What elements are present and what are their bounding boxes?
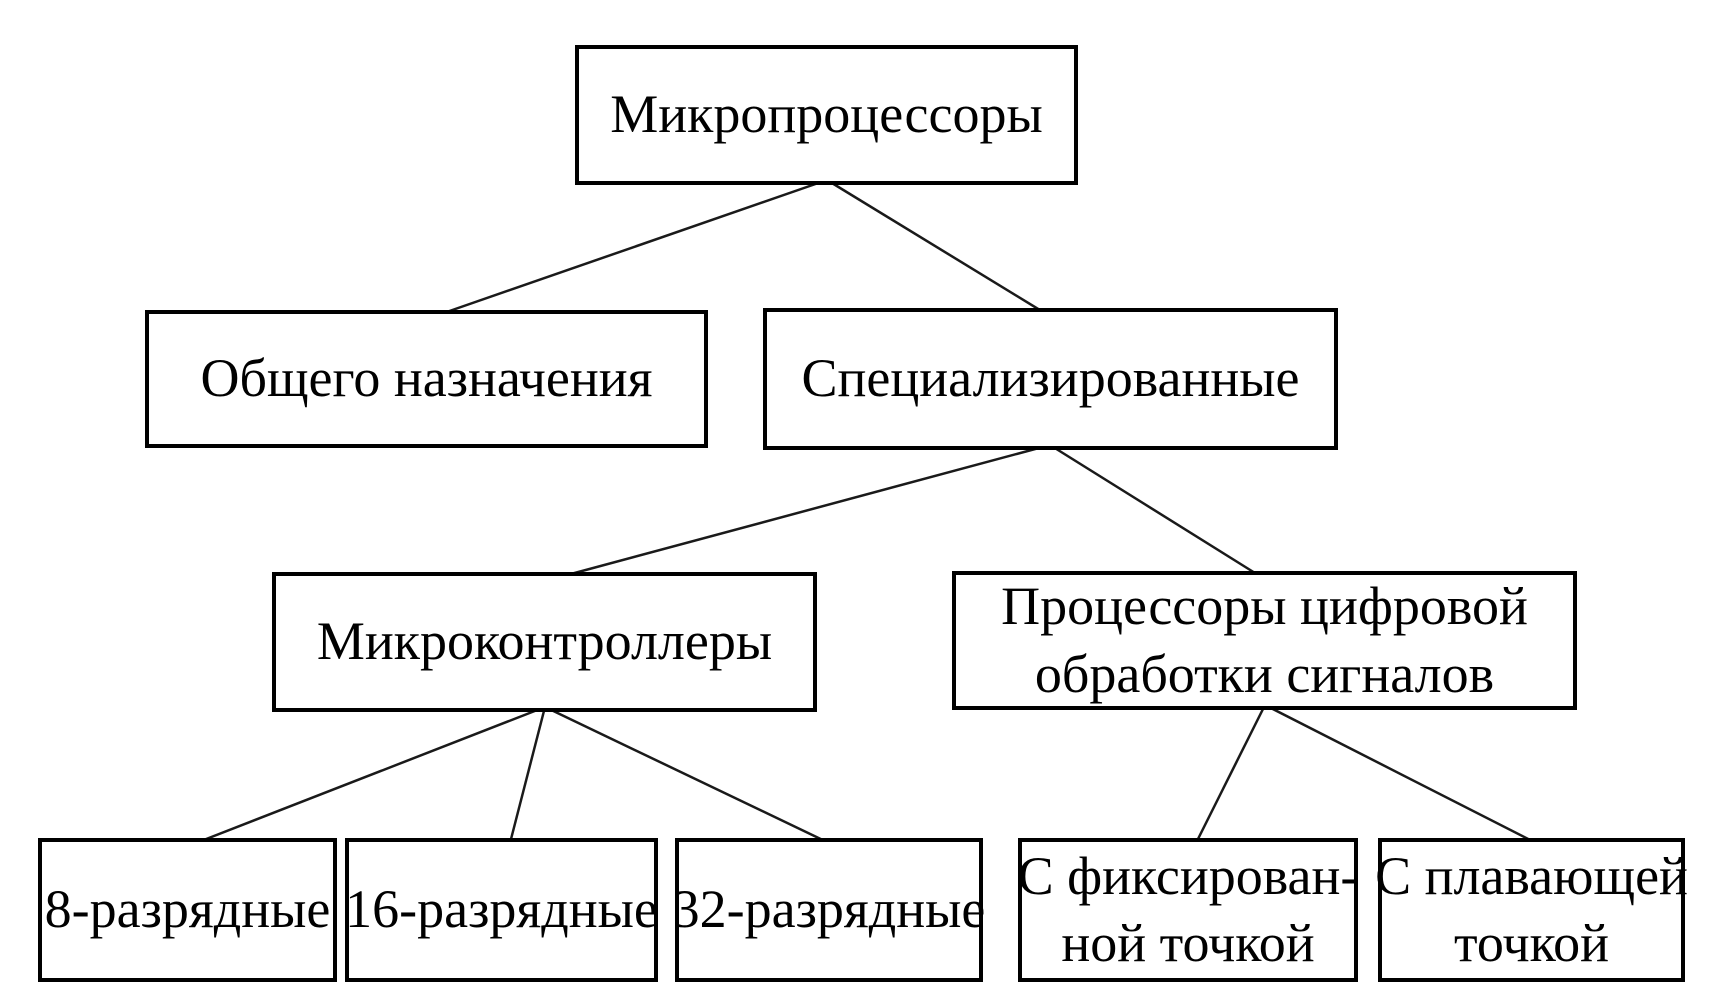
edge-root-general <box>437 178 828 317</box>
node-digital-signal-processors: Процессоры цифровой обработки сигналов <box>952 571 1577 710</box>
node-16-bit: 16-разрядные <box>345 838 658 982</box>
edge-specialized-mcu <box>555 443 1051 580</box>
node-floating-point: С плавающей точкой <box>1375 838 1688 982</box>
edge-mcu-16bit <box>508 706 547 844</box>
node-microcontrollers: Микроконтроллеры <box>272 572 817 712</box>
edge-mcu-32bit <box>544 705 830 845</box>
edge-dsp-fixed <box>1194 704 1267 844</box>
edge-dsp-floating <box>1264 703 1537 845</box>
node-fixed-point: С фиксирован- ной точкой <box>1018 838 1358 982</box>
node-microprocessors: Микропроцессоры <box>575 45 1078 185</box>
node-8-bit: 8-разрядные <box>38 838 337 982</box>
node-32-bit: 32-разрядные <box>673 838 985 982</box>
node-general-purpose: Общего назначения <box>145 310 708 448</box>
edge-root-specialized <box>826 178 1049 317</box>
edge-mcu-8bit <box>195 705 546 845</box>
node-specialized: Специализированные <box>763 308 1338 450</box>
edge-specialized-dsp <box>1049 443 1264 580</box>
